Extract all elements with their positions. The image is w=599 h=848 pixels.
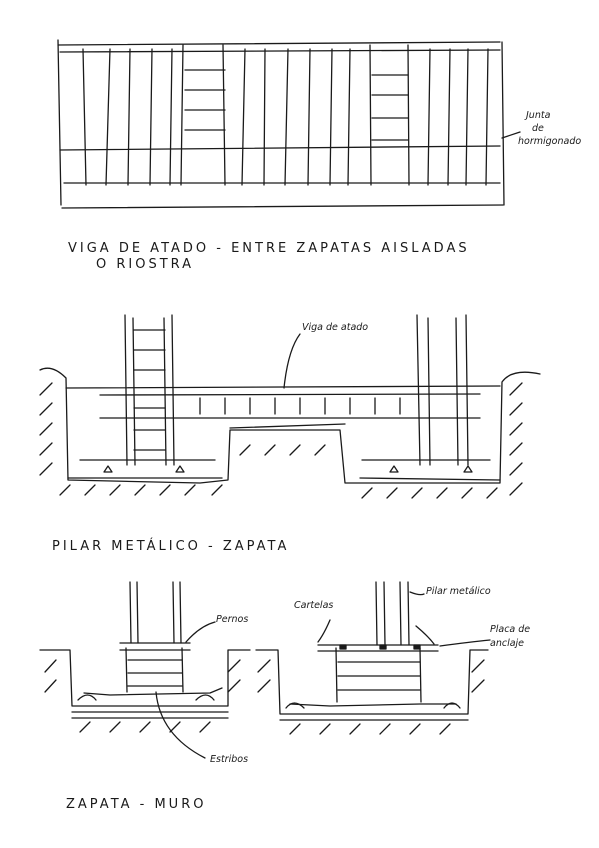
steel-column-label: Pilar metálico [426, 586, 491, 597]
section1-title-line1: VIGA DE ATADO - ENTRE ZAPATAS AISLADAS [68, 241, 470, 256]
section1-title-line2: O RIOSTRA [96, 257, 194, 272]
anchor-footing-right [255, 581, 491, 735]
anchor-plate-label-line1: Placa de [490, 624, 530, 635]
joint-label-line1: Junta [524, 110, 551, 121]
tie-beam-label: Viga de atado [302, 322, 368, 333]
tie-beam-elevation [57, 39, 521, 209]
stirrups-label: Estribos [210, 754, 248, 765]
bolts-label: Pernos [216, 614, 248, 625]
anchor-plate-label-line2: anclaje [490, 638, 524, 649]
anchor-footing-left [39, 581, 251, 759]
column-footing-section [39, 314, 541, 499]
joint-label-line3: hormigonado [518, 136, 581, 147]
joint-label-line2: de [532, 123, 544, 134]
section3-title: ZAPATA - MURO [66, 797, 206, 812]
gussets-label: Cartelas [294, 600, 333, 611]
section2-title: PILAR METÁLICO - ZAPATA [52, 538, 289, 554]
